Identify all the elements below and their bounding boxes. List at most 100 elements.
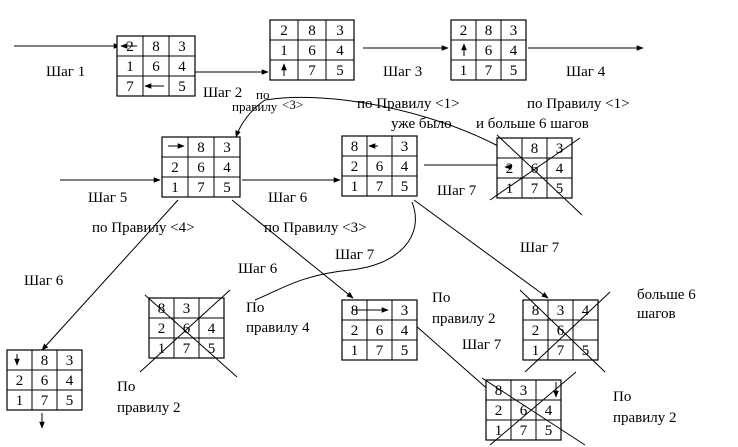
step4-label: Шаг 4	[566, 64, 606, 80]
grid-cell-value: 7	[485, 63, 493, 79]
rule-pravilu: правилу	[232, 99, 278, 114]
grid-cell-value: 5	[336, 63, 344, 79]
step6-label-a: Шаг 6	[268, 190, 308, 206]
grid-cell-value: 5	[582, 343, 590, 359]
grid-cell-value: 4	[336, 43, 344, 59]
grid-cell-value: 1	[495, 423, 503, 439]
grid-cell-value: 6	[41, 373, 49, 389]
grid-cell-value: 5	[510, 63, 518, 79]
grid-cell-value: 3	[401, 139, 409, 155]
grid-cell-value: 7	[376, 343, 384, 359]
strike-g11-b	[489, 371, 577, 446]
arrow-rule3-branch	[231, 199, 354, 299]
grid-cell-value: 6	[520, 403, 528, 419]
arrow-step6-to-step7-right	[413, 199, 549, 299]
grid-cell-value: 3	[520, 383, 528, 399]
grid-cell-value: 1	[158, 341, 166, 357]
strike-g7-a	[144, 294, 238, 378]
grid-frame	[485, 379, 562, 441]
arrow-rule4-branch	[41, 199, 179, 351]
step1-label: Шаг 1	[46, 64, 86, 80]
grid-cell-value: 6	[376, 323, 384, 339]
grid-cell-value: 3	[178, 39, 186, 55]
grid-cell-value: 5	[66, 393, 74, 409]
grid-cell-value: 1	[532, 343, 540, 359]
grid-cell-value: 7	[308, 63, 316, 79]
grid-cell-value: 2	[460, 23, 468, 39]
grid-cell-value: 3	[336, 23, 344, 39]
grid-cell-value: 7	[41, 393, 49, 409]
grid-cell-value: 8	[152, 39, 160, 55]
grid-cell-value: 5	[208, 341, 216, 357]
grid-cell-value: 1	[460, 63, 468, 79]
grid-cell-value: 1	[506, 181, 514, 197]
grid-cell-value: 3	[223, 140, 231, 156]
grid-cell-value: 2	[280, 23, 288, 39]
puzzle-grid: 2 8 3 6 4 1 7 5	[450, 19, 527, 81]
by-rule2-a: По	[432, 290, 451, 306]
rule1-label-a: по Правилу <1>	[357, 96, 460, 112]
strike-g6-a	[496, 134, 583, 216]
by-rule2-e: По	[613, 389, 632, 405]
by-rule4-a: По	[246, 300, 265, 316]
by-rule2-c: По	[117, 379, 136, 395]
grid-cell-value: 2	[126, 39, 134, 55]
grid-cell-value: 2	[16, 373, 24, 389]
grid-cell-value: 4	[178, 59, 186, 75]
more6-b2: шагов	[637, 306, 676, 322]
already-label: уже было	[391, 116, 452, 132]
grid-cell-value: 2	[506, 161, 514, 177]
step7-label-d: Шаг 7	[462, 337, 502, 353]
strike-g9-a	[519, 289, 606, 373]
grid-cell-value: 8	[41, 353, 49, 369]
grid-cell-value: 7	[557, 343, 565, 359]
grid-cell-value: 8	[485, 23, 493, 39]
grid-cell-value: 5	[401, 179, 409, 195]
grid-cell-value: 2	[351, 159, 359, 175]
grid-cell-value: 4	[556, 161, 564, 177]
rule4-label: по Правилу <4>	[92, 220, 195, 236]
strike-g6-b	[489, 137, 581, 201]
grid-cell-value: 6	[197, 160, 205, 176]
by-rule4-b: правилу 4	[246, 320, 310, 336]
grid-cell-value: 7	[531, 181, 539, 197]
grid-cell-value: 6	[557, 323, 565, 339]
rule1-label-b: по Правилу <1>	[527, 96, 630, 112]
grid-cell-value: 6	[152, 59, 160, 75]
grid-cell-value: 1	[351, 343, 359, 359]
grid-cell-value: 7	[520, 423, 528, 439]
grid-cell-value: 3	[557, 303, 565, 319]
grid-cell-value: 8	[495, 383, 503, 399]
grid-frame	[148, 297, 225, 359]
grid-cell-value: 5	[223, 180, 231, 196]
grid-cell-value: 5	[545, 423, 553, 439]
grid-cell-value: 8	[351, 139, 359, 155]
grid-cell-value: 4	[582, 303, 590, 319]
step7-label-c: Шаг 7	[520, 240, 560, 256]
grid-cell-value: 8	[308, 23, 316, 39]
grid-cell-value: 4	[510, 43, 518, 59]
grid-cell-value: 4	[545, 403, 553, 419]
step7-label-b: Шаг 7	[335, 247, 375, 263]
strike-g9-b	[524, 291, 611, 373]
grid-cell-value: 2	[158, 321, 166, 337]
grid-cell-value: 5	[178, 79, 186, 95]
grid-cell-value: 7	[183, 341, 191, 357]
grid-cell-value: 3	[510, 23, 518, 39]
grid-cell-value: 1	[16, 393, 24, 409]
grid-cell-value: 7	[126, 79, 134, 95]
grid-cell-value: 1	[351, 179, 359, 195]
grid-cell-value: 6	[308, 43, 316, 59]
grid-frame	[522, 299, 599, 361]
grid-cell-value: 6	[485, 43, 493, 59]
grid-cell-value: 2	[495, 403, 503, 419]
